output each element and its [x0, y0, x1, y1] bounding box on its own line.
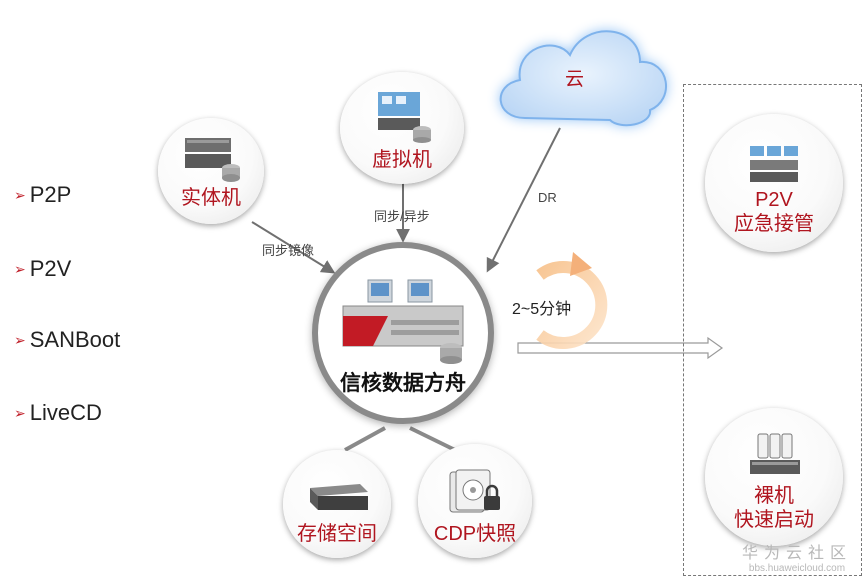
bare-metal-label: 裸机 快速启动	[734, 485, 814, 531]
bullet-p2v: ➢P2V	[14, 256, 72, 281]
cdp-snapshot-label: CDP快照	[433, 523, 517, 545]
bullet-sanboot: ➢SANBoot	[14, 327, 121, 352]
arrow-cloud-to-center	[486, 127, 561, 273]
storage-array-icon	[310, 484, 368, 510]
target-box	[683, 84, 862, 576]
edge-label-dr: DR	[538, 190, 557, 205]
server-icon	[185, 138, 240, 182]
storage-node: 存储空间	[283, 450, 391, 558]
cloud-label: 云	[565, 69, 585, 90]
physical-machine-label: 实体机	[181, 187, 241, 209]
server-cluster-icon	[750, 146, 798, 182]
watermark-url: bbs.huaweicloud.com	[748, 563, 846, 574]
p2v-takeover-node: P2V 应急接管	[705, 114, 843, 252]
appliance-icon	[342, 279, 464, 364]
virtual-machine-label: 虚拟机	[372, 149, 432, 171]
watermark: 华为云社区 bbs.huaweicloud.com	[742, 539, 852, 574]
bare-metal-server-icon	[750, 433, 800, 474]
data-ark-label: 信核数据方舟	[340, 372, 466, 395]
bullet-livecd: ➢LiveCD	[14, 400, 102, 425]
snapshot-lock-icon	[449, 469, 500, 513]
arrow-marker-icon: ➢	[14, 186, 26, 203]
arrow-marker-icon: ➢	[14, 404, 26, 421]
line-center-to-cdp	[409, 426, 456, 452]
cdp-snapshot-node: CDP快照	[418, 444, 532, 558]
cycle-arrow-icon	[536, 252, 608, 349]
bullet-p2p: ➢P2P	[14, 182, 72, 207]
physical-machine-node: 实体机	[158, 118, 264, 224]
arrow-marker-icon: ➢	[14, 260, 26, 277]
edge-label-sync-mirror: 同步镜像	[262, 243, 315, 258]
storage-label: 存储空间	[297, 523, 377, 545]
data-ark-node: 信核数据方舟	[312, 242, 494, 424]
virtual-machine-node: 虚拟机	[340, 72, 464, 184]
p2v-takeover-label: P2V 应急接管	[734, 189, 814, 235]
edge-label-sync-async: 同步/异步	[374, 209, 430, 224]
line-center-to-storage	[344, 426, 386, 452]
bare-metal-node: 裸机 快速启动	[705, 408, 843, 546]
arrow-marker-icon: ➢	[14, 331, 26, 348]
watermark-title: 华为云社区	[741, 545, 852, 562]
recovery-time-label: 2~5分钟	[512, 301, 572, 318]
arrow-physical-to-center	[251, 221, 336, 274]
cloud-icon	[499, 30, 667, 127]
virtual-server-icon	[378, 92, 431, 143]
